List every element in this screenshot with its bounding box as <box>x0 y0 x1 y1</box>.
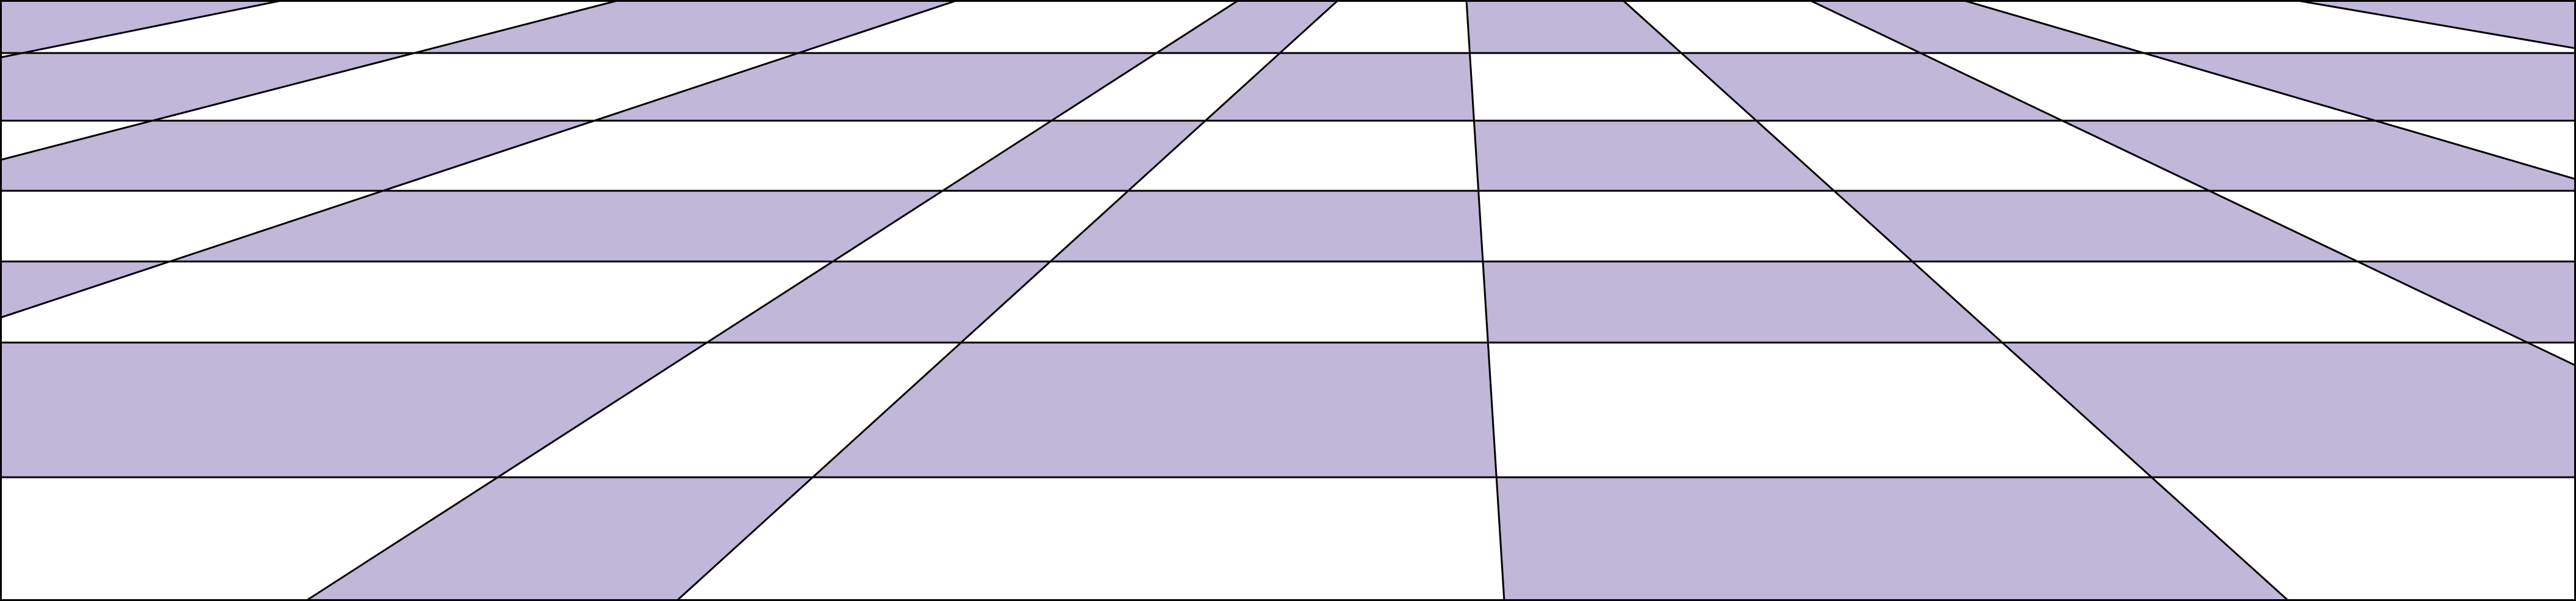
floor-tile-dark <box>2062 121 2576 191</box>
floor-tile-dark <box>0 53 415 121</box>
floor-tile-dark <box>942 121 1206 191</box>
floor-tile-dark <box>1157 0 1338 53</box>
floor-tile-dark <box>170 191 943 261</box>
floor-perspective-line <box>1465 0 1505 601</box>
floor-tile-dark <box>2002 343 2576 477</box>
floor-tile-dark <box>1466 0 1682 53</box>
floor-perspective-line <box>0 0 959 319</box>
floor-tile-dark <box>0 0 284 53</box>
floor-tile-dark <box>706 261 1050 343</box>
floor-tile-dark <box>2144 53 2576 121</box>
floor-perspective-line <box>1621 0 2290 601</box>
floor-perspective-line <box>305 0 1240 601</box>
floor-tile-dark <box>1681 53 2062 121</box>
floor-tile-dark <box>1474 121 1834 191</box>
floor-tile-dark <box>1834 191 2358 261</box>
floor-perspective-line <box>675 0 1340 601</box>
floor-tile-dark <box>594 53 1157 121</box>
floor-tile-dark <box>306 477 813 601</box>
floor-tile-dark <box>0 121 595 191</box>
floor-tile-dark <box>2357 261 2576 343</box>
floor-tile-dark <box>1482 261 2003 343</box>
floor-perspective-line <box>1809 0 2576 367</box>
floor-tile-dark <box>813 343 1497 477</box>
floor-tile-dark <box>414 0 958 53</box>
floor-tile-dark <box>1050 191 1483 261</box>
floor-tile-dark <box>0 343 707 477</box>
floor-tile-dark <box>1496 477 2289 601</box>
floor-perspective-line <box>1962 0 2576 180</box>
floor-tile-dark <box>1205 53 1474 121</box>
floor-perspective-line <box>0 0 620 162</box>
